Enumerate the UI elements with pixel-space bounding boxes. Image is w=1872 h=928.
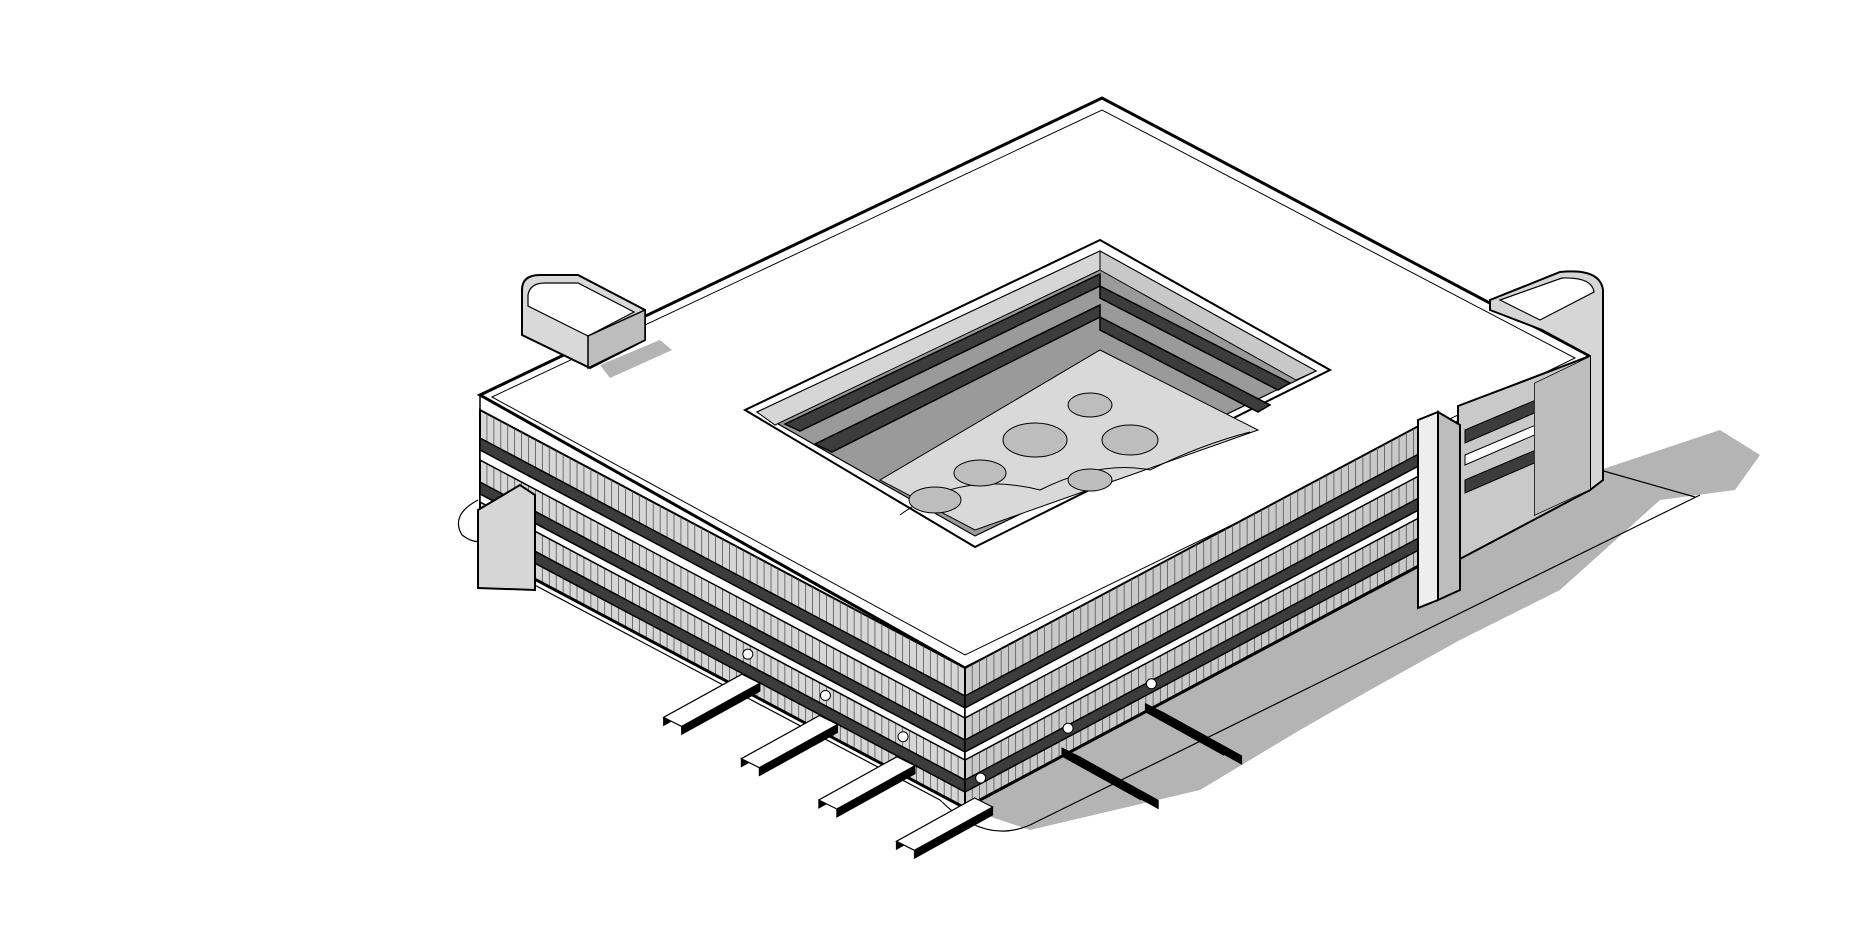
courtyard-trees [908,392,1159,514]
se-door-light [1145,678,1157,690]
se-door-light [1062,722,1074,734]
sw-canopy-top [662,673,762,728]
sw-door-light [975,772,987,784]
stair-core-southeast [1417,410,1461,610]
sw-canopy-top [817,756,917,810]
facade-southwest [479,408,966,810]
courtyard-window-bands [783,272,1292,453]
sw-door-light [897,731,909,743]
facade-southeast [964,419,1429,810]
sw-door-light [819,689,831,701]
se-canopy-top [1061,747,1159,802]
entrance-canopies [662,648,1243,860]
sw-door-light [742,648,754,660]
stair-tower-east [1489,270,1604,516]
sw-canopy-top [895,797,994,851]
sw-canopy-top [740,714,839,769]
courtyard [742,238,1333,549]
stair-tower-west [477,274,672,592]
se-canopy-top [1145,703,1242,757]
